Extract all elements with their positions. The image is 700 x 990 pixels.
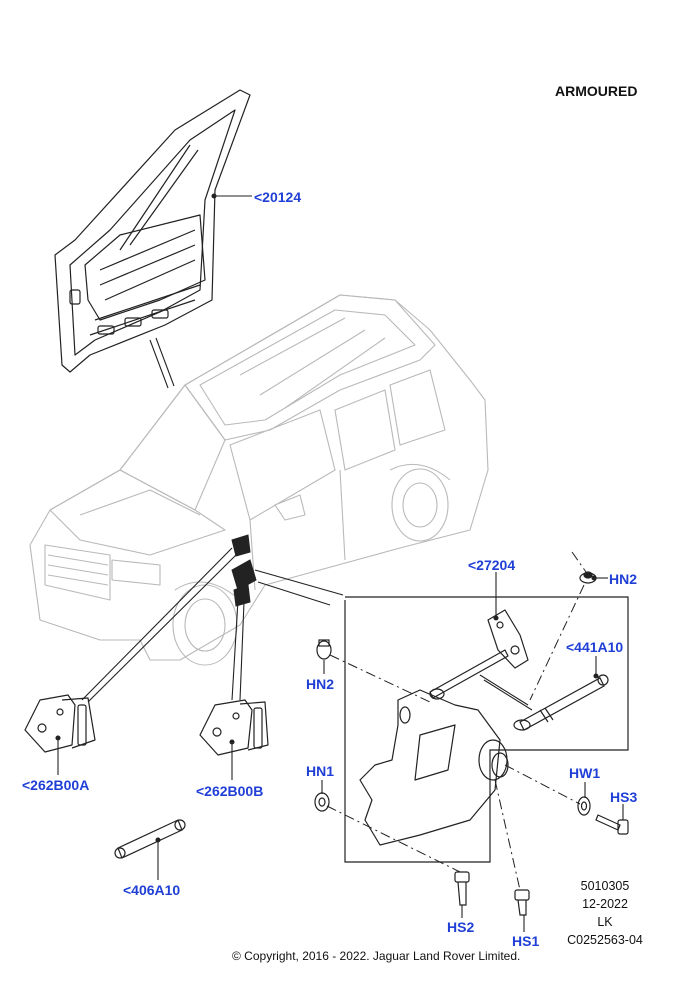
leader-lines — [55, 193, 624, 932]
check-strap-illustration[interactable] — [114, 819, 186, 859]
bolt-hs1[interactable] — [514, 889, 530, 916]
link-rod-illustration[interactable] — [513, 674, 609, 731]
body-hinge-cluster — [231, 534, 257, 607]
callout-hs1[interactable]: HS1 — [512, 933, 540, 949]
washer-hw1[interactable] — [577, 796, 591, 816]
callout-upper-hinge[interactable]: <262B00A — [22, 777, 90, 793]
callout-hw1[interactable]: HW1 — [569, 765, 601, 781]
door-shell-illustration[interactable] — [54, 89, 251, 373]
fastener-hn2-left[interactable] — [316, 639, 332, 660]
callout-hn2-top[interactable]: HN2 — [609, 571, 638, 587]
callout-link-rod[interactable]: <441A10 — [566, 639, 624, 655]
bolt-hs2[interactable] — [454, 871, 470, 906]
actuator-assembly-illustration[interactable] — [359, 609, 529, 846]
fastener-hn2-top[interactable] — [579, 571, 597, 584]
callout-door-shell[interactable]: <20124 — [254, 189, 302, 205]
callout-check-strap[interactable]: <406A10 — [123, 882, 181, 898]
detail-frame — [344, 596, 629, 863]
illustrator-initials: LK — [597, 915, 613, 929]
variant-label: ARMOURED — [555, 83, 638, 99]
lower-hinge-illustration[interactable] — [199, 699, 269, 756]
illustration-number: 5010305 — [580, 879, 630, 893]
callout-hs3[interactable]: HS3 — [610, 789, 638, 805]
callout-hn1[interactable]: HN1 — [306, 763, 335, 779]
callout-hs2[interactable]: HS2 — [447, 919, 475, 935]
callout-lower-hinge[interactable]: <262B00B — [196, 783, 264, 799]
upper-hinge-illustration[interactable] — [24, 694, 96, 753]
assembly-centerlines — [326, 551, 587, 891]
callout-actuator-assembly[interactable]: <27204 — [468, 557, 516, 573]
illustration-date: 12-2022 — [582, 897, 628, 911]
copyright-notice: © Copyright, 2016 - 2022. Jaguar Land Ro… — [232, 949, 521, 963]
callout-hn2-left[interactable]: HN2 — [306, 676, 335, 692]
drawing-code: C0252563-04 — [567, 933, 643, 947]
vehicle-outline — [29, 294, 489, 666]
fastener-hn1[interactable] — [314, 792, 330, 812]
